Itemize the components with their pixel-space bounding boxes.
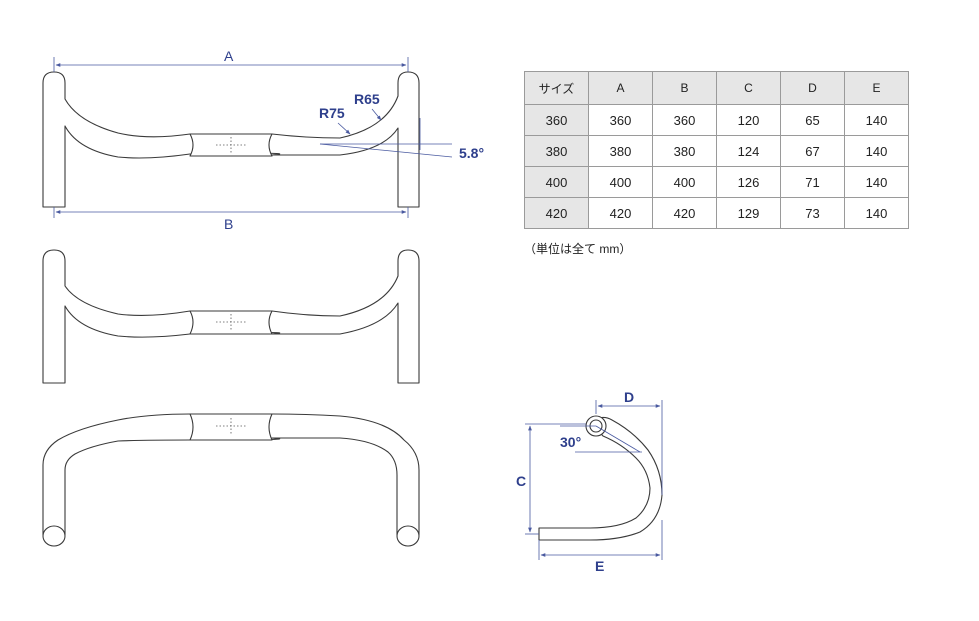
table-cell: 420 — [524, 197, 589, 229]
table-header-cell: E — [844, 71, 909, 105]
table-cell: 120 — [716, 104, 781, 136]
table-cell: 71 — [780, 166, 845, 198]
rear-view-clamp — [189, 413, 273, 441]
side-profile-outline — [538, 416, 663, 541]
table-header-cell: C — [716, 71, 781, 105]
side-profile-view: D C E 30° — [516, 389, 663, 574]
dimension-d-label: D — [624, 389, 634, 405]
dimension-b-label: B — [224, 216, 233, 232]
dimension-c-label: C — [516, 473, 526, 489]
table-cell: 380 — [524, 135, 589, 167]
size-table: サイズ A B C D E 360 360 360 120 65 140 380… — [524, 71, 909, 229]
flare-angle-line — [319, 143, 453, 158]
table-cell: 140 — [844, 104, 909, 136]
rear-view-right-bar-end — [396, 525, 420, 547]
rear-view — [42, 413, 420, 547]
table-cell: 360 — [588, 104, 653, 136]
table-cell: 360 — [524, 104, 589, 136]
table-header-cell: D — [780, 71, 845, 105]
table-cell: 380 — [588, 135, 653, 167]
table-row: 360 360 360 120 65 140 — [524, 104, 909, 136]
table-cell: 129 — [716, 197, 781, 229]
table-cell: 124 — [716, 135, 781, 167]
table-cell: 380 — [652, 135, 717, 167]
table-cell: 126 — [716, 166, 781, 198]
rear-view-left-bar-end — [42, 525, 66, 547]
table-header-cell: サイズ — [524, 71, 589, 105]
table-cell: 140 — [844, 135, 909, 167]
table-cell: 400 — [524, 166, 589, 198]
angle-30-label: 30° — [560, 434, 581, 450]
angle-line — [595, 425, 641, 453]
table-row: 420 420 420 129 73 140 — [524, 197, 909, 229]
table-header-row: サイズ A B C D E — [524, 71, 909, 105]
table-cell: 140 — [844, 166, 909, 198]
table-cell: 400 — [652, 166, 717, 198]
table-cell: 140 — [844, 197, 909, 229]
table-header-cell: B — [652, 71, 717, 105]
radius-r65-label: R65 — [354, 91, 380, 107]
table-cell: 67 — [780, 135, 845, 167]
table-cell: 420 — [652, 197, 717, 229]
dimension-a-label: A — [224, 48, 234, 64]
top-view: A B R75 R65 5.8° — [42, 48, 484, 232]
radius-r75-label: R75 — [319, 105, 345, 121]
table-row: 380 380 380 124 67 140 — [524, 135, 909, 167]
table-cell: 400 — [588, 166, 653, 198]
table-header-cell: A — [588, 71, 653, 105]
front-view — [42, 249, 420, 384]
table-cell: 360 — [652, 104, 717, 136]
table-row: 400 400 400 126 71 140 — [524, 166, 909, 198]
dimension-e-label: E — [595, 558, 604, 574]
table-cell: 420 — [588, 197, 653, 229]
unit-note: （単位は全て mm） — [524, 242, 632, 256]
flare-angle-label: 5.8° — [459, 145, 484, 161]
table-cell: 65 — [780, 104, 845, 136]
table-cell: 73 — [780, 197, 845, 229]
